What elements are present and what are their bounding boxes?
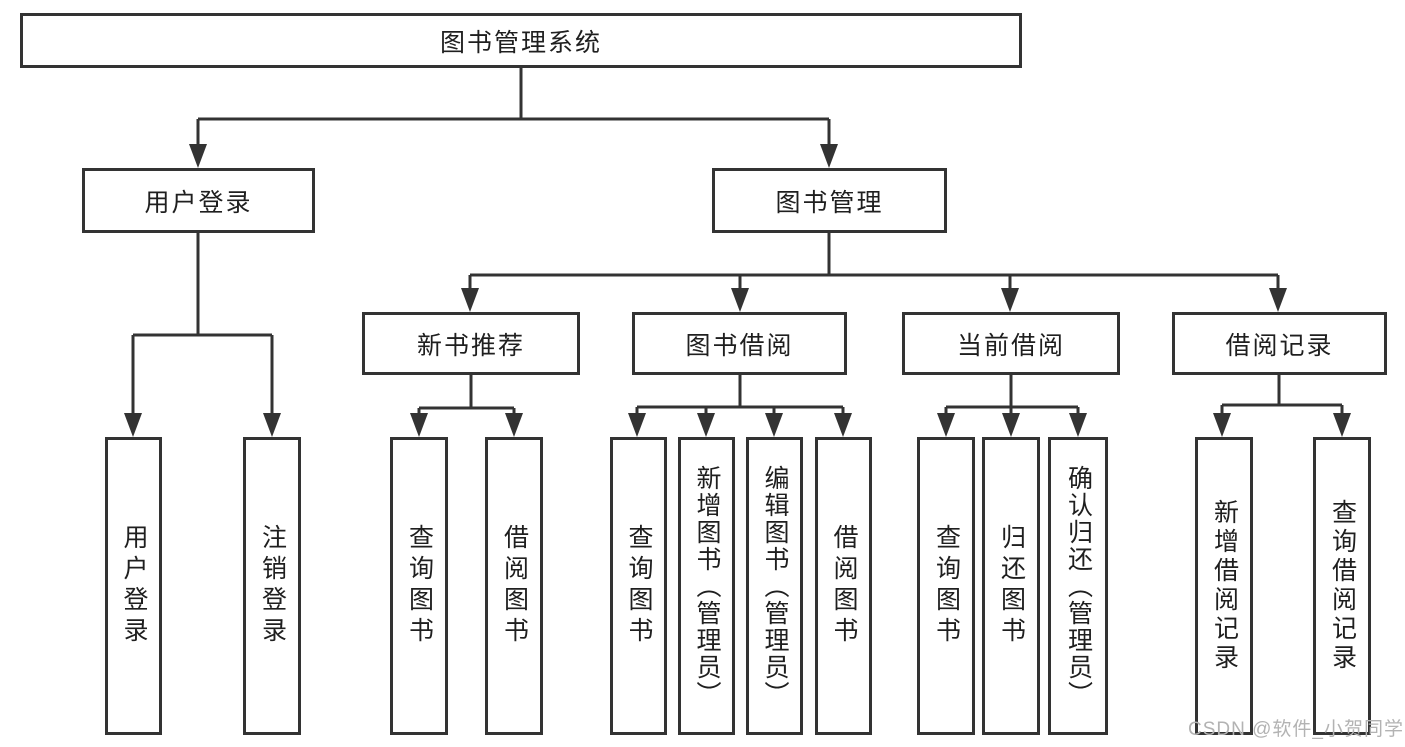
node-book-management-branch: 图书管理: [712, 168, 947, 233]
leaf-label: 归还图书: [997, 524, 1026, 648]
node-label: 借阅记录: [1225, 331, 1334, 360]
leaf-label: 注销登录: [258, 524, 287, 648]
node-root-label: 图书管理系统: [439, 28, 602, 57]
leaf-label: 编辑图书（管理员）: [761, 464, 789, 708]
node-new-book-recommend: 新书推荐: [362, 312, 580, 375]
leaf-query-books-current: 查询图书: [917, 437, 975, 735]
leaf-borrow-books-recommend: 借阅图书: [485, 437, 543, 735]
leaf-label: 查询图书: [405, 524, 434, 648]
csdn-watermark: CSDN @软件_小贺同学: [1188, 719, 1404, 740]
leaf-confirm-return-admin: 确认归还（管理员）: [1048, 437, 1108, 735]
node-root-system: 图书管理系统: [20, 13, 1022, 68]
leaf-user-login: 用户登录: [105, 437, 162, 735]
node-label: 图书管理: [775, 188, 884, 217]
node-label: 新书推荐: [416, 331, 525, 360]
leaf-label: 新增借阅记录: [1210, 499, 1239, 673]
node-label: 当前借阅: [956, 331, 1065, 360]
leaf-label: 确认归还（管理员）: [1064, 464, 1093, 708]
node-user-login-branch: 用户登录: [82, 168, 315, 233]
leaf-query-books-recommend: 查询图书: [390, 437, 448, 735]
node-book-borrowing: 图书借阅: [632, 312, 847, 375]
node-current-borrowing: 当前借阅: [902, 312, 1120, 375]
node-label: 用户登录: [144, 188, 253, 217]
leaf-return-book: 归还图书: [982, 437, 1040, 735]
leaf-edit-book-admin: 编辑图书（管理员）: [746, 437, 803, 735]
leaf-label: 借阅图书: [500, 524, 529, 648]
leaf-label: 查询借阅记录: [1328, 499, 1357, 673]
leaf-add-borrow-record: 新增借阅记录: [1195, 437, 1253, 735]
leaf-label: 用户登录: [120, 524, 148, 648]
leaf-label: 查询图书: [625, 524, 653, 648]
leaf-logout: 注销登录: [243, 437, 301, 735]
leaf-add-book-admin: 新增图书（管理员）: [678, 437, 735, 735]
leaf-label: 新增图书（管理员）: [693, 464, 721, 708]
leaf-borrow-books: 借阅图书: [815, 437, 872, 735]
leaf-label: 借阅图书: [830, 524, 858, 648]
leaf-query-books-borrow: 查询图书: [610, 437, 667, 735]
node-label: 图书借阅: [685, 331, 794, 360]
leaf-label: 查询图书: [932, 524, 961, 648]
leaf-query-borrow-record: 查询借阅记录: [1313, 437, 1371, 735]
node-borrow-records: 借阅记录: [1172, 312, 1387, 375]
